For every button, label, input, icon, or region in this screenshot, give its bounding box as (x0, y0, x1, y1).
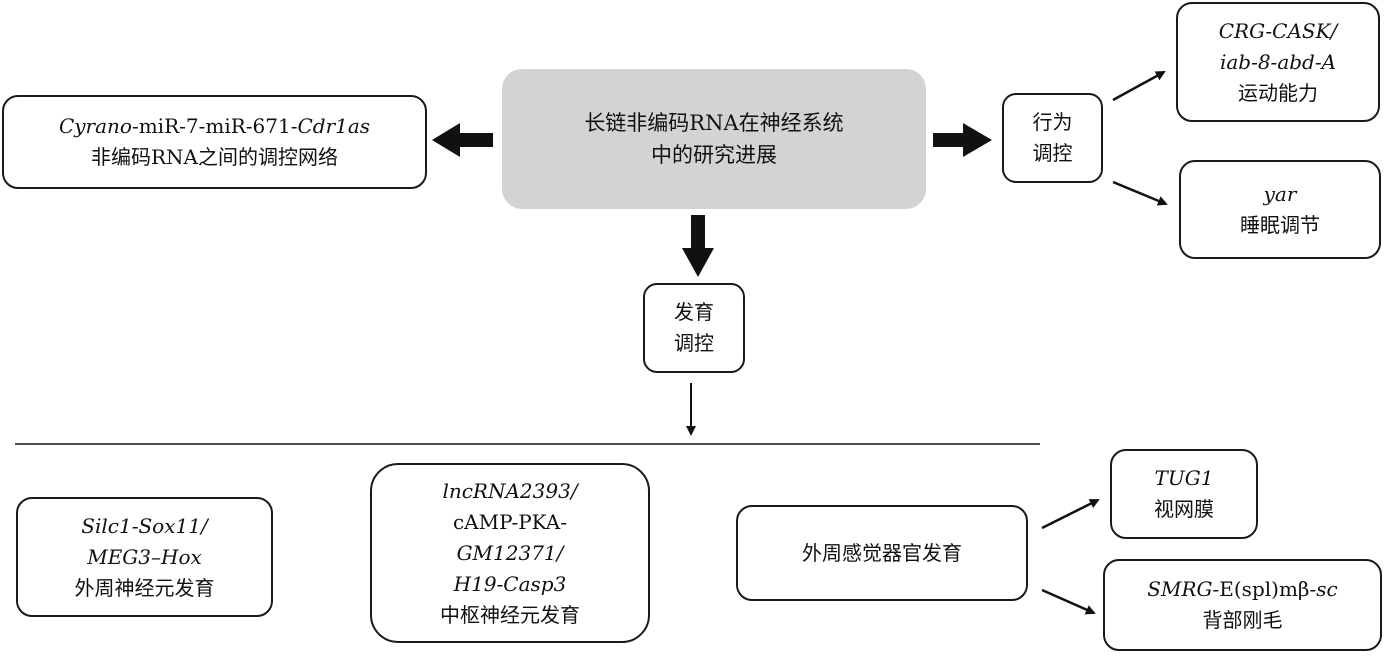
crg-cask-box: CRG-CASK/ iab-8-abd-A 运动能力 (1176, 2, 1380, 122)
mir-text: -miR-7-miR-671- (131, 114, 298, 138)
central-line2: cAMP-PKA- (452, 509, 568, 534)
tug1-box: TUG1 视网膜 (1110, 449, 1258, 539)
cyrano-text: Cyrano (58, 114, 132, 138)
peripheral-neuron-box: Silc1-Sox11/ MEG3–Hox 外周神经元发育 (16, 497, 273, 617)
behavior-line2: 调控 (1032, 141, 1073, 165)
smrg-text: SMRG (1147, 577, 1213, 601)
crg-line2: iab-8-abd-A (1219, 49, 1337, 74)
central-line5: 中枢神经元发育 (440, 602, 580, 627)
smrg-line1: SMRG-E(spl)mβ-sc (1147, 574, 1337, 605)
smrg-line2: 背部刚毛 (1202, 608, 1283, 632)
central-line1: lncRNA2393/ (442, 478, 578, 503)
arrow-to-development (682, 215, 714, 277)
ncrna-network-line1: Cyrano-miR-7-miR-671-Cdr1as (59, 111, 370, 142)
development-regulation-box: 发育 调控 (643, 283, 745, 373)
behavior-line1: 行为 (1032, 110, 1073, 134)
tug1-line2: 视网膜 (1154, 497, 1214, 521)
arrow-to-tug1-box (1041, 498, 1100, 530)
crg-line1: CRG-CASK/ (1218, 18, 1338, 43)
center-topic-line1: 长链非编码RNA在神经系统 (584, 111, 844, 135)
cdr1as-text: Cdr1as (297, 114, 371, 138)
sc-text: sc (1316, 577, 1338, 601)
espl-text: -E(spl)mβ- (1212, 577, 1317, 601)
center-topic-box: 长链非编码RNA在神经系统 中的研究进展 (502, 69, 926, 209)
development-line1: 发育 (674, 300, 714, 324)
yar-box: yar 睡眠调节 (1179, 160, 1381, 259)
development-line2: 调控 (674, 331, 714, 355)
ncrna-network-box: Cyrano-miR-7-miR-671-Cdr1as 非编码RNA之间的调控网… (2, 95, 427, 189)
arrow-to-yar-box (1112, 180, 1168, 206)
arrow-to-crg-box (1112, 70, 1166, 102)
arrow-to-smrg-box (1041, 588, 1096, 615)
crg-line3: 运动能力 (1238, 80, 1318, 105)
smrg-box: SMRG-E(spl)mβ-sc 背部刚毛 (1103, 559, 1382, 651)
tug1-line1: TUG1 (1154, 466, 1214, 490)
central-neuron-box: lncRNA2393/ cAMP-PKA- GM12371/ H19-Casp3… (370, 463, 650, 643)
yar-line1: yar (1263, 181, 1297, 206)
center-topic-line2: 中的研究进展 (651, 143, 777, 167)
arrow-to-behavior (933, 123, 992, 157)
sensory-label: 外周感觉器官发育 (802, 540, 962, 565)
yar-line2: 睡眠调节 (1240, 212, 1320, 237)
ncrna-network-line2: 非编码RNA之间的调控网络 (90, 145, 338, 169)
peripheral-line2: MEG3–Hox (87, 544, 202, 569)
central-line4: H19-Casp3 (453, 571, 567, 596)
behavior-regulation-box: 行为 调控 (1002, 93, 1103, 183)
peripheral-line3: 外周神经元发育 (74, 575, 215, 600)
peripheral-line1: Silc1-Sox11/ (81, 513, 208, 538)
arrow-to-left-box (432, 123, 493, 157)
central-line3: GM12371/ (456, 540, 564, 565)
sensory-organ-box: 外周感觉器官发育 (736, 505, 1028, 601)
